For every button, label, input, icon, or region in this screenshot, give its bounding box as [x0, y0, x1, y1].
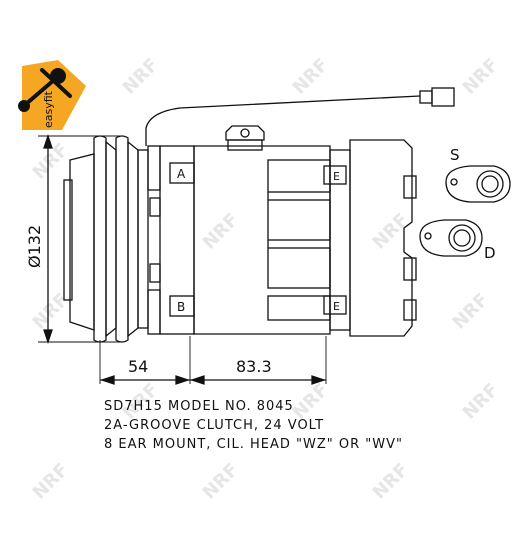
drawing-labels: Ø132 54 83.3 A B E E S D [25, 146, 496, 376]
watermark-text: NRF [459, 380, 503, 424]
suction-port [445, 165, 511, 203]
diameter-label: Ø132 [25, 225, 44, 268]
clutch-pulley [63, 135, 149, 343]
length-dimension [99, 336, 327, 385]
body-length-label: 83.3 [236, 357, 272, 376]
port-s-label: S [450, 146, 460, 164]
spec-line-clutch: 2A-GROOVE CLUTCH, 24 VOLT [104, 418, 325, 433]
mark-e-top-label: E [333, 170, 340, 183]
port-d-label: D [484, 244, 496, 262]
badge-shape [22, 60, 86, 130]
watermark-text: NRF [29, 460, 73, 504]
watermark-text: NRF [369, 210, 413, 254]
watermark-text: NRF [459, 55, 503, 99]
wrench-icon [18, 68, 72, 112]
easyfit-badge: easyfit [18, 60, 86, 130]
mark-e-bottom-label: E [333, 300, 340, 313]
clutch-wire [145, 87, 455, 146]
watermark-text: NRF [119, 55, 163, 99]
clutch-depth-label: 54 [128, 357, 148, 376]
watermark-text: NRF [449, 290, 493, 334]
watermark-text: NRF [29, 290, 73, 334]
diameter-dimension [38, 133, 120, 345]
discharge-port [419, 219, 483, 257]
watermark-text: NRF [289, 380, 333, 424]
rear-head [323, 139, 417, 337]
watermark-text: NRF [199, 460, 243, 504]
mark-b-label: B [177, 300, 185, 314]
mark-a-label: A [177, 167, 186, 181]
watermark-text: NRF [199, 210, 243, 254]
watermark-text: NRF [369, 460, 413, 504]
watermark-text: NRF [289, 55, 333, 99]
compressor-outline [38, 87, 511, 385]
spec-line-mount: 8 EAR MOUNT, CIL. HEAD "WZ" OR "WV" [104, 437, 403, 452]
front-mount-ears [147, 145, 161, 335]
badge-label: easyfit [42, 90, 55, 128]
spec-line-model: SD7H15 MODEL NO. 8045 [104, 399, 294, 414]
